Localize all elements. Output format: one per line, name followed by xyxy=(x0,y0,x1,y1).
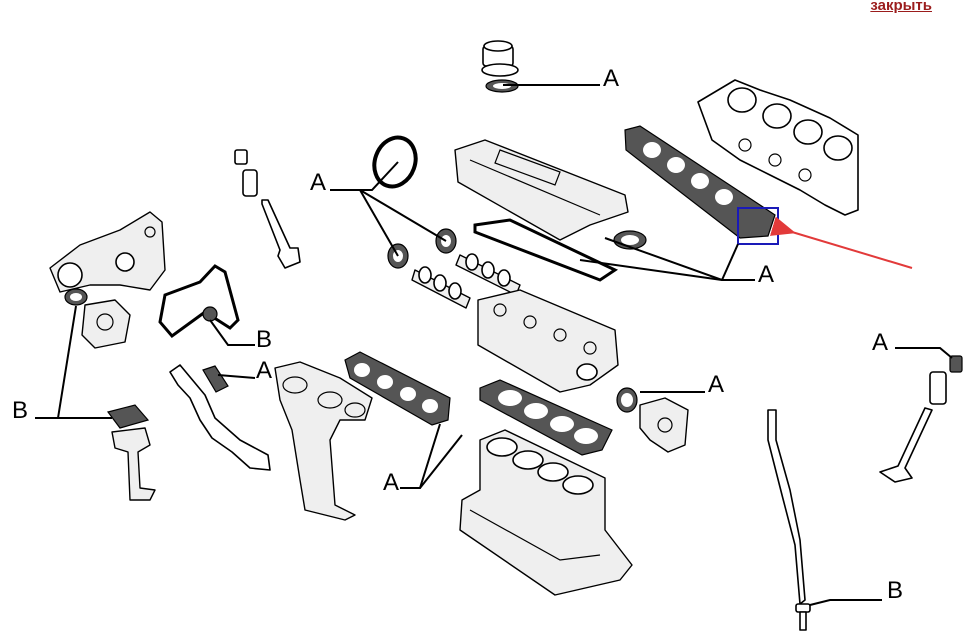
coolant-pipe xyxy=(169,364,271,471)
camshafts xyxy=(411,253,521,309)
exhaust-manifold xyxy=(274,361,373,521)
callout-a-thermostat: A xyxy=(708,371,724,398)
close-link[interactable]: закрыть xyxy=(870,0,932,14)
valve-right xyxy=(879,355,963,483)
intake-manifold xyxy=(697,79,859,216)
oil-pickup xyxy=(111,427,156,501)
callout-a-filler-cap: A xyxy=(603,65,619,92)
callout-a-valve: A xyxy=(872,329,888,356)
callout-a-seals: A xyxy=(310,169,326,196)
oil-pump-housing xyxy=(49,211,166,293)
oil-pump-seal xyxy=(64,288,88,306)
oil-filter-housing xyxy=(81,299,131,349)
exhaust-manifold-gasket xyxy=(344,351,451,426)
timing-cover-gasket xyxy=(158,264,240,339)
leader-lines xyxy=(35,84,953,606)
valve-cover-gasket xyxy=(473,218,619,282)
valve-left xyxy=(234,149,301,269)
cylinder-head xyxy=(477,289,619,393)
callout-b-oil-pickup: B xyxy=(12,397,28,424)
front-crank-seal xyxy=(372,135,418,189)
dipstick-bolt xyxy=(795,603,811,631)
callout-a-exhaust: A xyxy=(383,469,399,496)
callout-a-coolant: A xyxy=(256,357,272,384)
engine-block xyxy=(459,429,633,596)
valve-cover xyxy=(454,139,629,241)
oil-filler-cap xyxy=(481,40,519,93)
red-arrow xyxy=(769,216,913,269)
head-gasket xyxy=(479,379,613,456)
callout-b-timing: B xyxy=(256,326,272,353)
oil-pickup-gasket xyxy=(106,404,150,429)
dipstick-tube xyxy=(767,409,806,605)
callout-a-intake: A xyxy=(758,261,774,288)
thermostat-housing xyxy=(616,387,689,453)
callout-b-dipstick: B xyxy=(887,577,903,604)
